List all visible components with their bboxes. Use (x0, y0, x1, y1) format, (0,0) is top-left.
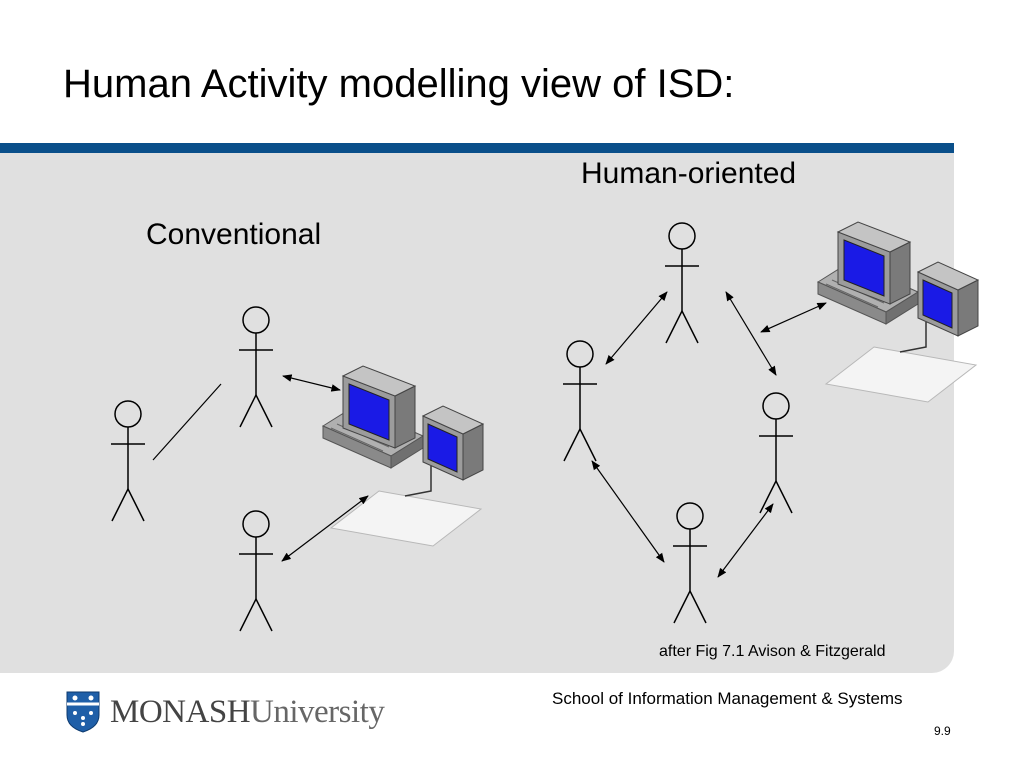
person-figure-left (110, 400, 146, 522)
person-figure-top (238, 306, 274, 428)
plain-link-line (152, 383, 222, 461)
arrow-left-to-bottom (591, 460, 665, 563)
conventional-label: Conventional (146, 218, 322, 251)
figure-caption: after Fig 7.1 Avison & Fitzgerald (659, 643, 886, 660)
slide-number: 9.9 (934, 724, 951, 738)
person-figure-hub-right (758, 392, 794, 514)
crest-icon (66, 691, 100, 733)
arrow-left-to-top (605, 291, 668, 365)
arrow-top-to-computer (760, 302, 827, 333)
logo-wordmark: MONASHUniversity (110, 693, 385, 731)
person-figure-hub-bottom (672, 502, 708, 624)
content-panel (0, 153, 954, 673)
monash-logo: MONASHUniversity (66, 690, 385, 734)
computer-workstation-icon-right (817, 221, 979, 403)
human-oriented-label: Human-oriented (581, 157, 797, 190)
arrow-top-to-right (725, 291, 777, 376)
arrow-bottom-to-computer (281, 495, 369, 562)
logo-suffix: University (250, 693, 385, 730)
person-figure-hub-left (562, 340, 598, 462)
person-figure-bottom (238, 510, 274, 632)
person-figure-hub-top (664, 222, 700, 344)
logo-brand: MONASH (110, 693, 251, 730)
computer-workstation-icon-left (322, 365, 484, 547)
title-divider-bar (0, 143, 954, 153)
arrow-bottom-to-right (717, 503, 774, 578)
arrow-top-to-computer (282, 374, 341, 392)
school-name: School of Information Management & Syste… (552, 689, 903, 708)
slide-title: Human Activity modelling view of ISD: (63, 62, 735, 106)
